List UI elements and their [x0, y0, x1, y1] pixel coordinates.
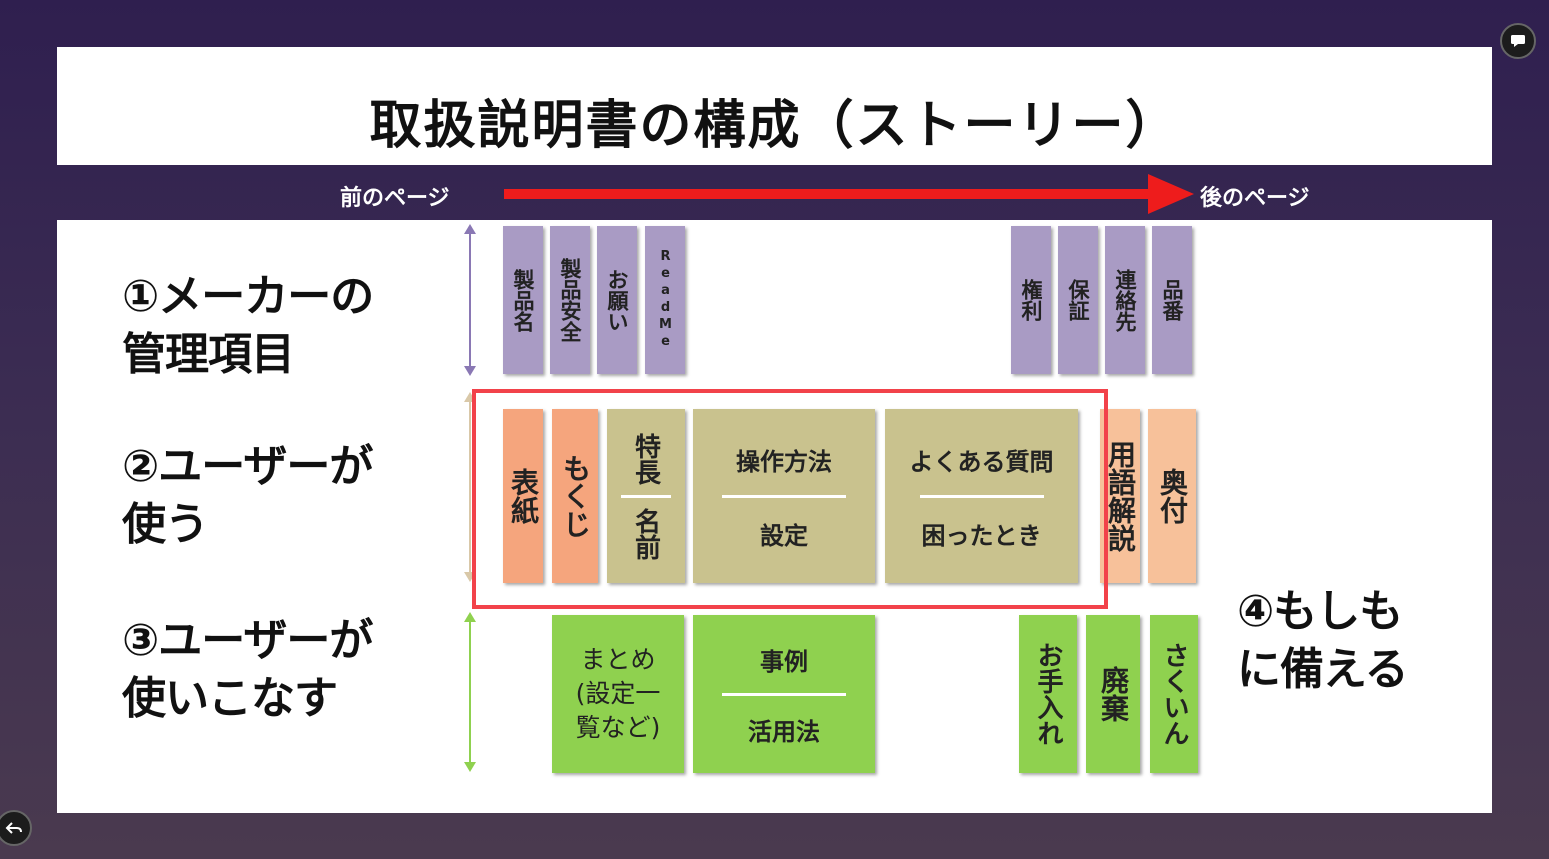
row-label-user: ②ユーザーが 使う — [122, 441, 373, 550]
maker-range-arrow — [464, 224, 476, 376]
card-examples-applications: 事例 活用法 — [693, 615, 875, 773]
card-maintenance: お手入れ — [1019, 615, 1077, 773]
names-label: 名前 — [630, 507, 661, 560]
row-label-power-user: ③ユーザーが 使いこなす — [122, 615, 373, 724]
chat-icon — [1511, 35, 1525, 47]
row-label-maker: ①メーカーの 管理項目 — [122, 271, 374, 380]
divider — [722, 494, 846, 498]
row-label-emergency: ④もしも に備える — [1237, 586, 1409, 695]
applications-label: 活用法 — [748, 717, 820, 746]
divider — [919, 494, 1044, 498]
divider — [621, 494, 671, 498]
divider — [722, 692, 846, 696]
card-colophon: 奥付 — [1148, 409, 1196, 583]
back-button[interactable] — [0, 810, 32, 846]
card-rights: 権利 — [1011, 226, 1051, 374]
card-summary: まとめ (設定一 覧など) — [552, 615, 684, 773]
features-label: 特長 — [630, 432, 661, 485]
troubleshooting-label: 困ったとき — [921, 521, 1042, 550]
card-features-names: 特長 名前 — [607, 409, 685, 583]
card-operation-settings: 操作方法 設定 — [693, 409, 875, 583]
next-page-label: 後のページ — [1200, 186, 1310, 211]
highlight-frame — [472, 389, 1108, 609]
row-arrows — [464, 224, 476, 772]
chat-button[interactable] — [1500, 23, 1536, 59]
card-toc: もくじ — [552, 409, 598, 583]
examples-label: 事例 — [760, 647, 808, 676]
power-user-range-arrow — [464, 612, 476, 772]
card-index: さくいん — [1150, 615, 1198, 773]
prev-page-label: 前のページ — [340, 186, 450, 211]
card-readme: ReadMe — [645, 226, 685, 374]
card-faq-troubleshooting: よくある質問 困ったとき — [885, 409, 1078, 583]
title-panel: 取扱説明書の構成（ストーリー） — [57, 47, 1492, 165]
direction-arrow — [504, 174, 1194, 214]
card-request: お願い — [597, 226, 637, 374]
card-disposal: 廃棄 — [1086, 615, 1140, 773]
card-product-name: 製品名 — [503, 226, 543, 374]
settings-label: 設定 — [760, 521, 808, 550]
operation-label: 操作方法 — [736, 447, 832, 476]
card-contact: 連絡先 — [1105, 226, 1145, 374]
card-cover: 表紙 — [503, 409, 543, 583]
card-product-safety: 製品安全 — [550, 226, 590, 374]
back-arrow-icon — [5, 822, 22, 834]
card-warranty: 保証 — [1058, 226, 1098, 374]
slide-title: 取扱説明書の構成（ストーリー） — [369, 94, 1180, 156]
card-part-number: 品番 — [1152, 226, 1192, 374]
faq-label: よくある質問 — [909, 447, 1054, 476]
